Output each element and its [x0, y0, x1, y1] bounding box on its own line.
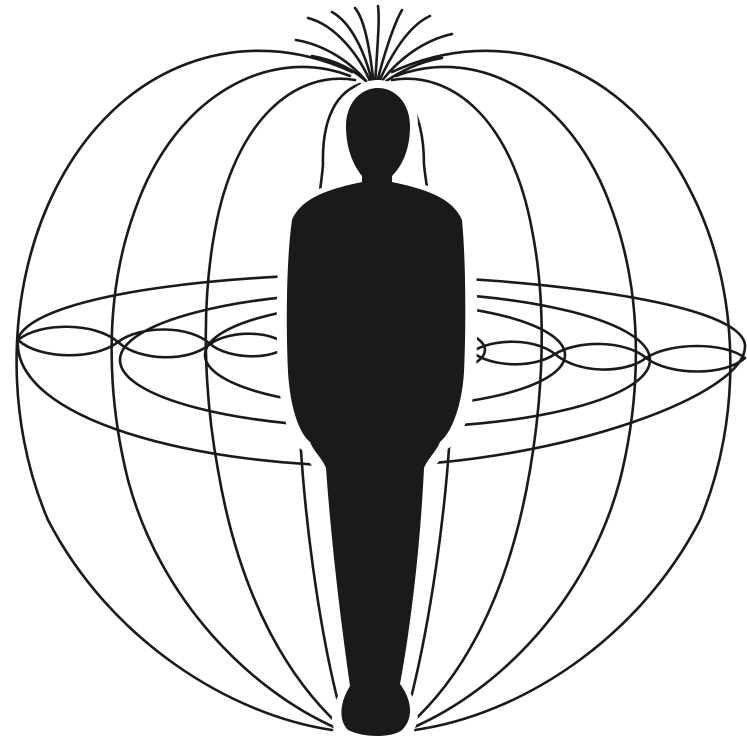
silhouette-body	[287, 88, 466, 736]
human-silhouette	[277, 80, 477, 745]
crown-field-lines	[296, 6, 452, 86]
loop-left-2	[118, 329, 210, 357]
loop-left-1	[18, 327, 118, 356]
loop-left-3	[210, 334, 288, 357]
loop-right-2	[555, 344, 646, 370]
